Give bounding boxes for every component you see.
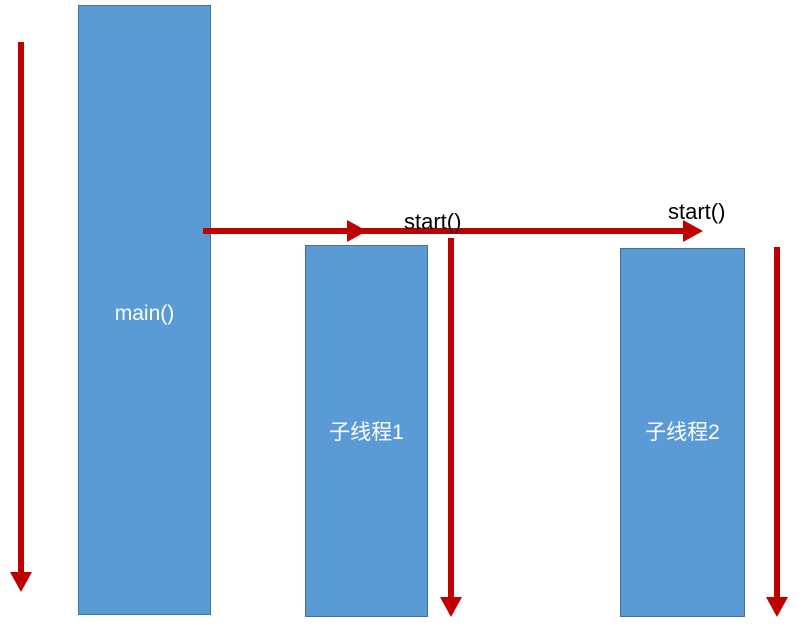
- lifeline-label-main: main(): [114, 302, 175, 325]
- call-label-start-2: start(): [668, 199, 726, 224]
- lifeline-label-child-thread-2: 子线程2: [645, 421, 720, 444]
- call-label-start-1: start(): [404, 209, 462, 234]
- lifeline-bar-main: [78, 5, 211, 615]
- lifeline-bar-child-thread-2: [620, 248, 745, 617]
- lifeline-bar-child-thread-1: [305, 245, 428, 617]
- lifeline-label-child-thread-1: 子线程1: [329, 421, 404, 444]
